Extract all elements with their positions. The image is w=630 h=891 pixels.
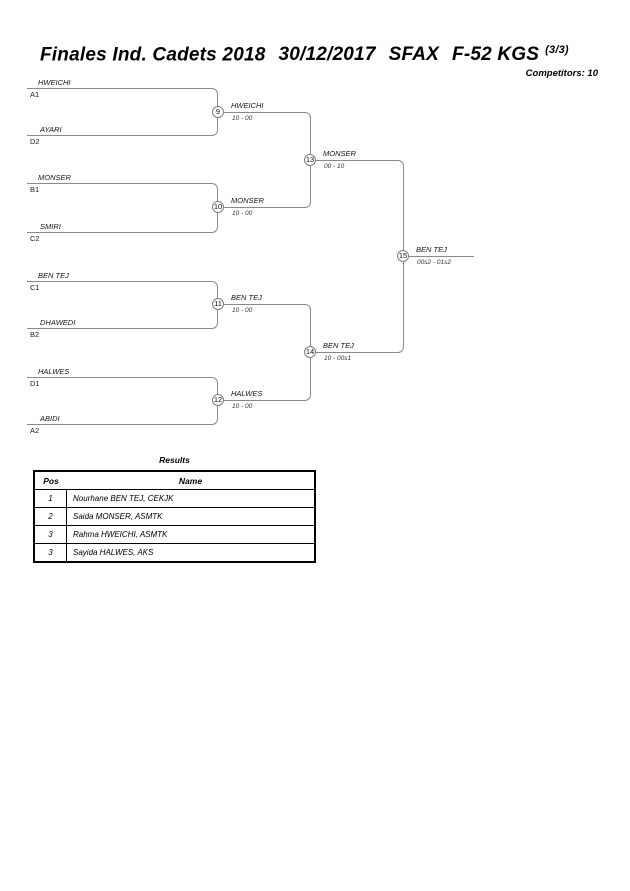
- player-name: AYARI: [40, 125, 62, 134]
- match-number-badge-9: 9: [212, 106, 224, 118]
- semifinal-connector-13: [217, 112, 311, 208]
- result-pos: 1: [35, 490, 67, 507]
- title-page-indicator: (3/3): [545, 44, 569, 56]
- results-header-name: Name: [178, 475, 203, 486]
- final-connector-15: [310, 160, 404, 353]
- match-score: 10 - 00s1: [324, 355, 352, 362]
- match-score: 10 - 00: [232, 210, 253, 217]
- title-city: SFAX: [388, 44, 440, 66]
- table-row: 3 Rahma HWEICHI, ASMTK: [35, 526, 314, 544]
- seed-label: D2: [30, 137, 40, 146]
- result-pos: 3: [35, 526, 67, 543]
- player-name: ABIDI: [40, 414, 60, 423]
- results-title: Results: [159, 455, 190, 465]
- champion-line: [403, 256, 474, 257]
- title-date: 30/12/2017: [278, 44, 376, 66]
- match-number-badge-12: 12: [212, 394, 224, 406]
- semifinal-connector-14: [217, 304, 311, 401]
- match-number-badge-13: 13: [304, 154, 316, 166]
- player-name: BEN TEJ: [38, 271, 69, 280]
- page-title: Finales Ind. Cadets 2018 30/12/2017 SFAX F-…: [40, 44, 626, 66]
- winner-name: HALWES: [231, 389, 263, 398]
- winner-name: MONSER: [323, 149, 356, 158]
- table-row: 1 Nourhane BEN TEJ, CEKJK: [35, 490, 314, 508]
- player-name: HALWES: [38, 367, 70, 376]
- player-name: MONSER: [38, 173, 71, 182]
- seed-label: B1: [30, 185, 40, 194]
- seed-label: A2: [30, 426, 40, 435]
- winner-name: HWEICHI: [231, 101, 264, 110]
- match-score: 10 - 00: [232, 115, 253, 122]
- title-event: Finales Ind. Cadets 2018: [40, 44, 266, 66]
- player-name: DHAWEDI: [40, 318, 76, 327]
- results-header-pos: Pos: [43, 475, 59, 486]
- winner-name: BEN TEJ: [231, 293, 262, 302]
- result-name: Sayida HALWES, AKS: [73, 548, 154, 557]
- results-table: Pos Name 1 Nourhane BEN TEJ, CEKJK 2 Sai…: [33, 470, 316, 563]
- match-number-badge-11: 11: [212, 298, 224, 310]
- player-name: SMIRI: [40, 222, 61, 231]
- competitors-count: Competitors: 10: [525, 68, 598, 79]
- result-name: Nourhane BEN TEJ, CEKJK: [73, 494, 174, 503]
- seed-label: B2: [30, 330, 40, 339]
- table-row: 2 Saida MONSER, ASMTK: [35, 508, 314, 526]
- result-pos: 2: [35, 508, 67, 525]
- match-score: 10 - 00: [232, 403, 253, 410]
- match-number-badge-14: 14: [304, 346, 316, 358]
- match-score: 00s2 - 01s2: [417, 259, 451, 266]
- winner-name: BEN TEJ: [323, 341, 354, 350]
- seed-label: D1: [30, 379, 40, 388]
- winner-name champion-name: BEN TEJ: [416, 245, 447, 254]
- seed-label: A1: [30, 90, 40, 99]
- match-number-badge-15: 15: [397, 250, 409, 262]
- title-category: F-52 KGS: [452, 44, 540, 66]
- result-name: Rahma HWEICHI, ASMTK: [73, 530, 168, 539]
- player-name: HWEICHI: [38, 78, 71, 87]
- results-header-row: Pos Name: [35, 472, 314, 490]
- seed-label: C2: [30, 234, 40, 243]
- seed-label: C1: [30, 283, 40, 292]
- winner-name: MONSER: [231, 196, 264, 205]
- match-score: 10 - 00: [232, 307, 253, 314]
- result-pos: 3: [35, 544, 67, 561]
- table-row: 3 Sayida HALWES, AKS: [35, 544, 314, 561]
- match-score: 00 - 10: [324, 163, 345, 170]
- result-name: Saida MONSER, ASMTK: [73, 512, 163, 521]
- match-number-badge-10: 10: [212, 201, 224, 213]
